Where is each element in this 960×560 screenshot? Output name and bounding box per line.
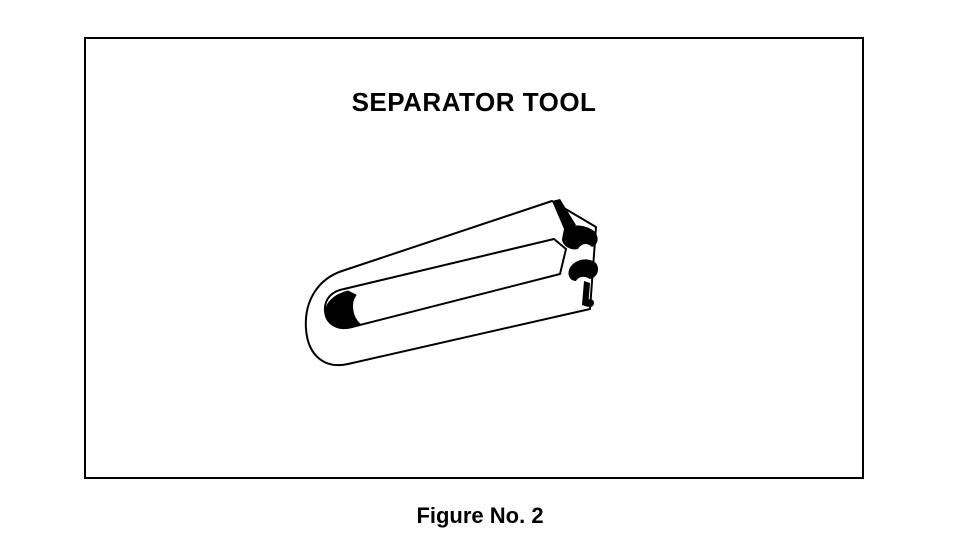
figure-caption: Figure No. 2 (416, 503, 544, 528)
tool-end-pad (325, 290, 362, 328)
separator-tool-icon (304, 199, 598, 367)
tool-rivet (586, 299, 594, 307)
figure-title: SEPARATOR TOOL (351, 87, 597, 117)
tool-lower-jaw (568, 259, 598, 281)
tool-upper-hinge (552, 199, 576, 229)
tool-inner-slot (323, 238, 567, 330)
figure-frame: SEPARATOR TOOL (84, 37, 864, 479)
tool-upper-jaw (562, 225, 598, 250)
